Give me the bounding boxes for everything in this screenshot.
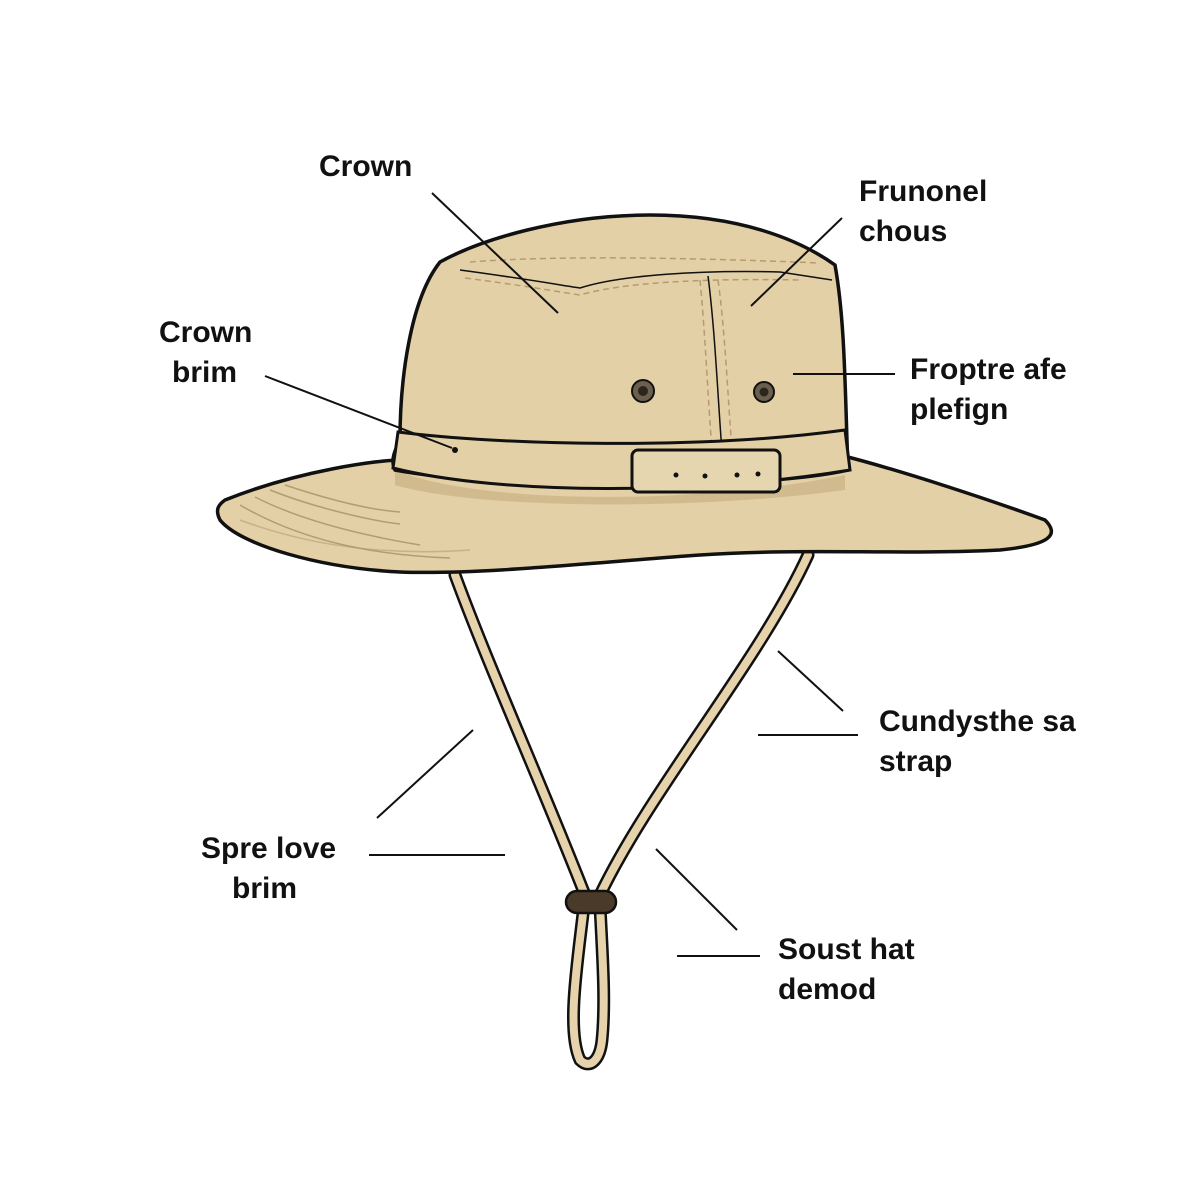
label-soust-hat-demod: Soust hat demod [778,933,915,1006]
strap-toggle [564,889,618,915]
leader-cundysthesa-1 [777,650,844,712]
label-froptre-afe-plefign: Froptre afe plefign [910,353,1067,426]
leader-soust-1 [655,848,738,931]
chin-strap [448,548,815,1071]
label-sprelove-brim: Spre love brim [201,832,337,905]
label-cundysthesa-strap: Cundysthe sa strap [879,705,1076,778]
hat-band [391,428,852,494]
leader-frunonel-chous [750,217,843,307]
label-frunonel-chous: Frunonel chous [859,175,988,248]
leader-crown [431,192,559,314]
leader-sprelove-1 [376,729,474,819]
eyelets [631,379,775,403]
label-crown: Crown [319,150,413,183]
crown [391,213,850,487]
label-crown-brim: Crown brim [159,316,253,389]
leader-lines [264,192,895,957]
band-buckle-tab [630,448,782,494]
brim [215,453,1054,575]
leader-crown-brim [264,375,453,449]
